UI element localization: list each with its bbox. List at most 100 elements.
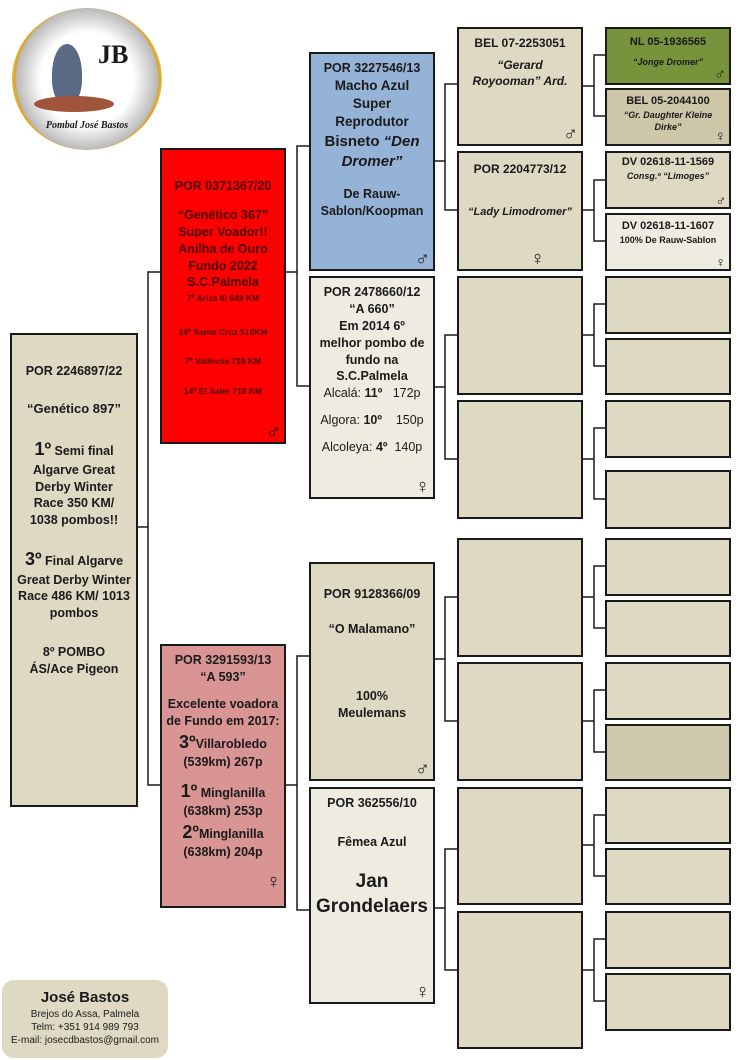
empty-ancestor-card[interactable] <box>457 787 583 905</box>
empty-ancestor-card[interactable] <box>605 787 731 844</box>
empty-ancestor-card[interactable] <box>605 973 731 1031</box>
empty-ancestor-card[interactable] <box>457 538 583 657</box>
name: 100% De Rauw-Sablon <box>619 234 717 245</box>
dam-dam-card[interactable]: POR 362556/10 Fêmea Azul Jan Grondelaers… <box>309 787 435 1004</box>
empty-ancestor-card[interactable] <box>605 276 731 334</box>
result: Algora: 10º 150p <box>320 412 423 429</box>
sire-result: 14º El Saler 719 KM <box>183 385 263 396</box>
empty-ancestor-card[interactable] <box>457 276 583 395</box>
sire-line: Super Voador!! <box>178 224 268 239</box>
dam-sire-card[interactable]: POR 9128366/09 “O Malamano” 100% Meulema… <box>309 562 435 781</box>
sire-ring: POR 0371367/20 <box>174 179 272 193</box>
contact-email[interactable]: E-mail: josecdbastos@gmail.com <box>11 1034 159 1046</box>
dam-ring: POR 3291593/13 <box>174 653 272 667</box>
empty-ancestor-card[interactable] <box>605 724 731 781</box>
dam-description: Excelente voadora de Fundo em 2017: <box>166 696 280 728</box>
empty-ancestor-card[interactable] <box>605 400 731 458</box>
logo: JB Pombal José Bastos <box>12 8 162 150</box>
empty-ancestor-card[interactable] <box>605 662 731 720</box>
race: Minglanilla <box>200 785 266 800</box>
result-text: Semi final <box>54 444 114 459</box>
ring: POR 2478660/12 <box>323 285 421 299</box>
dam-card[interactable]: POR 3291593/13 “A 593” Excelente voadora… <box>160 644 286 908</box>
sire-line: S.C.Palmela <box>187 275 259 290</box>
ring: DV 02618-11-1569 <box>621 156 715 168</box>
contact-card: José Bastos Brejos do Assa, Palmela Telm… <box>2 980 168 1058</box>
race: Villarobledo <box>195 736 267 751</box>
name: “O Malamano” <box>328 621 416 636</box>
male-icon: ♂ <box>415 248 430 270</box>
sire-sire-card[interactable]: POR 3227546/13 Macho Azul Super Reprodut… <box>309 52 435 271</box>
sire-dam-card[interactable]: POR 2478660/12 “A 660” Em 2014 6º melhor… <box>309 276 435 499</box>
line: Fêmea Azul <box>337 834 407 849</box>
race: Minglanilla <box>199 826 264 841</box>
ssss-card[interactable]: NL 05-1936565 “Jonge Dromer” ♂ <box>605 27 731 85</box>
line: Reprodutor <box>335 114 409 130</box>
ring: BEL 05-2044100 <box>626 95 710 107</box>
subject-ace-subtitle: ÁS/Ace Pigeon <box>29 662 119 677</box>
empty-ancestor-card[interactable] <box>605 600 731 657</box>
result: Alcoleya: 4º 140p <box>322 439 423 456</box>
empty-ancestor-card[interactable] <box>457 662 583 781</box>
line: 100% <box>356 688 388 703</box>
empty-ancestor-card[interactable] <box>605 470 731 529</box>
female-icon: ♀ <box>530 248 545 270</box>
line: fundo na <box>345 352 399 367</box>
place: 11º <box>364 386 383 401</box>
line: Em 2014 6º <box>339 318 405 333</box>
ring: DV 02618-11-1607 <box>621 220 715 232</box>
ring: POR 362556/10 <box>327 796 417 810</box>
place: 1º <box>34 439 52 460</box>
ring: BEL 07-2253051 <box>474 36 566 50</box>
birds: 140p <box>394 440 423 454</box>
name: “Gerard Royooman” Ard. <box>472 58 568 89</box>
dam-result-detail: (539km) 267p <box>183 754 263 769</box>
result: Alcalá: 11º 172p <box>323 385 420 402</box>
race: Alcoleya: <box>321 440 376 454</box>
contact-name: José Bastos <box>40 989 130 1006</box>
ring: POR 9128366/09 <box>323 587 421 601</box>
logo-platform <box>34 96 114 112</box>
subject-card[interactable]: POR 2246897/22 “Genético 897” 1º Semi fi… <box>10 333 138 807</box>
dam-result: 1º Minglanilla <box>181 779 266 803</box>
ssd-card[interactable]: POR 2204773/12 “Lady Limodromer” ♀ <box>457 151 583 271</box>
place: 1º <box>180 780 198 801</box>
sss-card[interactable]: BEL 07-2253051 “Gerard Royooman” Ard. ♂ <box>457 27 583 146</box>
sire-line: Anilha de Ouro <box>178 241 268 256</box>
empty-ancestor-card[interactable] <box>605 338 731 395</box>
ring: NL 05-1936565 <box>629 36 707 48</box>
birds: 172p <box>392 386 421 401</box>
name: Consg.º “Limoges” <box>626 170 710 181</box>
dam-result: 3ºVillarobledo <box>179 730 267 754</box>
empty-ancestor-card[interactable] <box>457 911 583 1049</box>
male-icon: ♂ <box>715 192 727 208</box>
contact-phone[interactable]: Telm: +351 914 989 793 <box>31 1021 139 1033</box>
logo-initials: JB <box>98 40 129 69</box>
result-text: Final Algarve <box>45 554 124 569</box>
empty-ancestor-card[interactable] <box>605 538 731 596</box>
sssd-card[interactable]: BEL 05-2044100 “Gr. Daughter Kleine Dirk… <box>605 88 731 146</box>
subject-ring: POR 2246897/22 <box>25 364 123 378</box>
ssds-card[interactable]: DV 02618-11-1569 Consg.º “Limoges” ♂ <box>605 151 731 209</box>
line: De Rauw-Sablon/Koopman <box>320 187 424 218</box>
subject-result-2-detail: Great Derby Winter Race 486 KM/ 1013 pom… <box>17 572 131 621</box>
name: “Lady Limodromer” <box>468 206 572 219</box>
name: “Gr. Daughter Kleine Dirke” <box>623 109 713 132</box>
female-icon: ♀ <box>266 871 281 893</box>
race: Alcalá: <box>323 386 365 401</box>
ring: POR 3227546/13 <box>323 61 421 75</box>
name: “A 660” <box>349 301 395 316</box>
male-icon: ♂ <box>714 66 726 83</box>
male-icon: ♂ <box>415 758 430 780</box>
empty-ancestor-card[interactable] <box>605 911 731 969</box>
place: 3º <box>24 549 42 570</box>
sire-card[interactable]: POR 0371367/20 “Genético 367” Super Voad… <box>160 148 286 444</box>
male-icon: ♂ <box>563 123 578 145</box>
place: 3º <box>179 731 196 752</box>
empty-ancestor-card[interactable] <box>605 848 731 905</box>
female-icon: ♀ <box>714 128 726 145</box>
empty-ancestor-card[interactable] <box>457 400 583 519</box>
ssdd-card[interactable]: DV 02618-11-1607 100% De Rauw-Sablon ♀ <box>605 213 731 271</box>
line: Bisneto “Den Dromer” <box>311 132 433 173</box>
female-icon: ♀ <box>715 254 727 270</box>
